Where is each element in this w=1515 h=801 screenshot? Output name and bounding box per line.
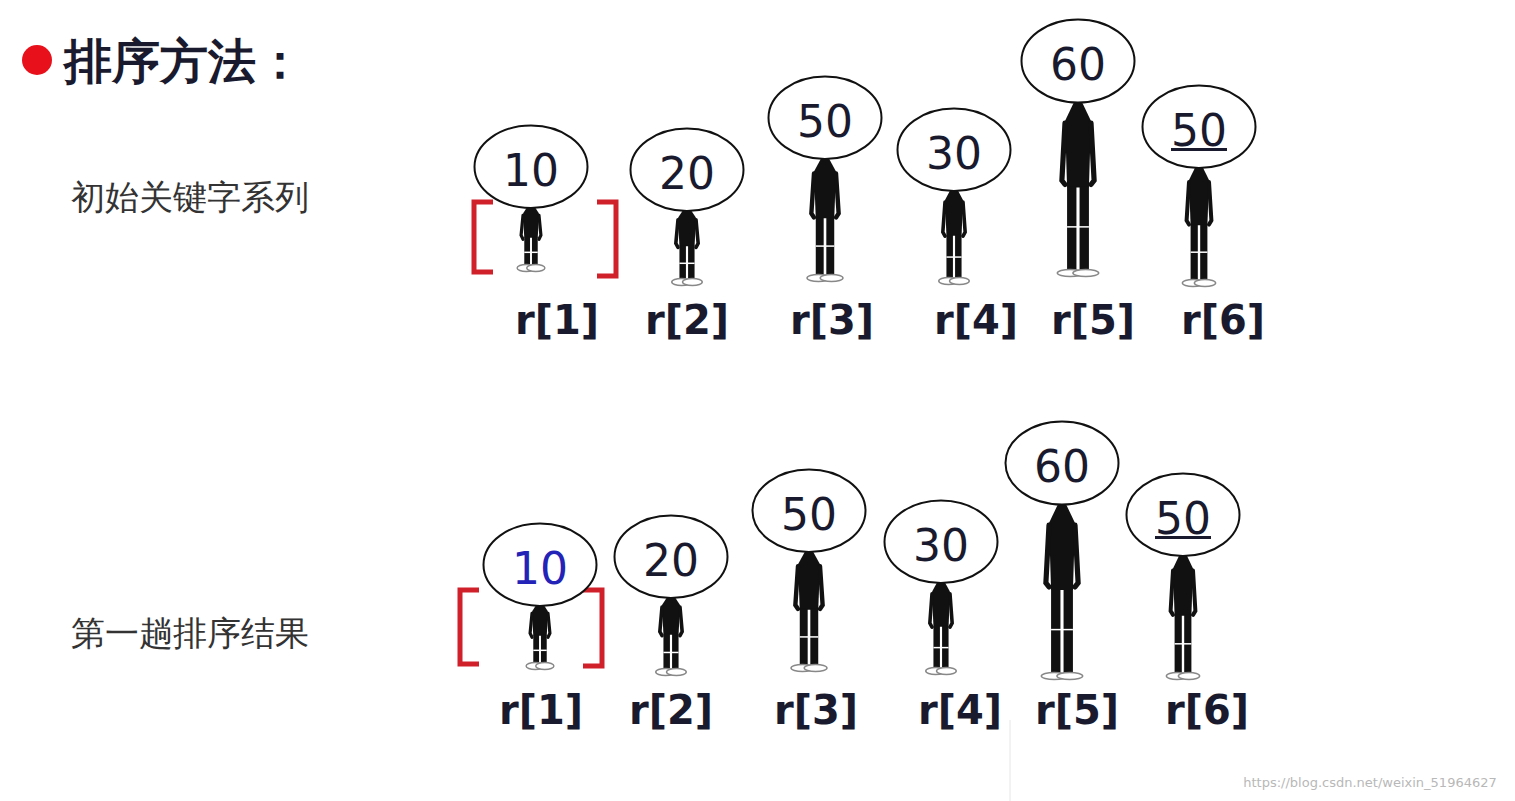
bracket-left <box>474 202 493 272</box>
person-figure <box>1057 100 1098 277</box>
index-label: r[4] <box>934 297 1018 343</box>
head-ellipse: 20 <box>629 127 745 212</box>
bracket-right <box>597 202 616 276</box>
key-number: 30 <box>913 516 969 568</box>
index-label: r[1] <box>499 687 583 733</box>
index-label: r[2] <box>645 297 729 343</box>
watermark: https://blog.csdn.net/weixin_51964627 <box>1243 775 1497 790</box>
index-label: r[4] <box>918 687 1002 733</box>
bullet-dot <box>22 45 52 75</box>
person-figure <box>517 206 545 272</box>
index-label: r[1] <box>515 297 599 343</box>
person-figure <box>791 550 827 672</box>
head-ellipse: 50 <box>767 75 883 160</box>
key-number: 50 <box>1155 489 1211 541</box>
key-number: 10 <box>503 141 559 193</box>
row-label: 第一趟排序结果 <box>71 611 309 657</box>
head-ellipse: 60 <box>1004 420 1120 506</box>
head-ellipse: 50 <box>1141 84 1257 169</box>
person-figure <box>656 596 686 676</box>
figures <box>517 100 1215 680</box>
person-figure <box>1182 166 1215 287</box>
index-label: r[3] <box>790 297 874 343</box>
title: 排序方法： <box>64 30 304 94</box>
head-ellipse: 30 <box>883 499 999 584</box>
index-label: r[5] <box>1051 297 1135 343</box>
person-figure <box>807 157 843 282</box>
key-number: 30 <box>926 124 982 176</box>
head-ellipse: 30 <box>896 107 1012 192</box>
person-figure <box>939 189 969 285</box>
person-figure <box>1041 502 1082 680</box>
bracket-left <box>460 590 479 664</box>
head-ellipse: 10 <box>473 124 589 209</box>
person-figure <box>526 604 554 670</box>
key-number: 10 <box>512 539 568 591</box>
index-label: r[6] <box>1165 687 1249 733</box>
row-label: 初始关键字系列 <box>71 175 309 221</box>
bracket-right <box>583 590 602 666</box>
person-figure <box>926 581 956 675</box>
person-figure <box>1166 554 1199 680</box>
head-ellipse: 50 <box>751 468 867 553</box>
index-label: r[3] <box>774 687 858 733</box>
head-ellipse: 20 <box>613 514 729 599</box>
index-label: r[2] <box>629 687 713 733</box>
key-number: 60 <box>1050 35 1106 87</box>
head-ellipse: 50 <box>1125 472 1241 557</box>
person-figure <box>672 209 702 286</box>
head-ellipse: 60 <box>1020 18 1136 104</box>
index-label: r[5] <box>1035 687 1119 733</box>
key-number: 50 <box>781 485 837 537</box>
key-number: 20 <box>659 144 715 196</box>
key-number: 50 <box>1171 101 1227 153</box>
head-ellipse: 10 <box>482 522 598 607</box>
index-label: r[6] <box>1181 297 1265 343</box>
divider-line <box>1010 720 1011 801</box>
key-number: 20 <box>643 531 699 583</box>
bracket <box>460 202 616 666</box>
key-number: 60 <box>1034 437 1090 489</box>
key-number: 50 <box>797 92 853 144</box>
